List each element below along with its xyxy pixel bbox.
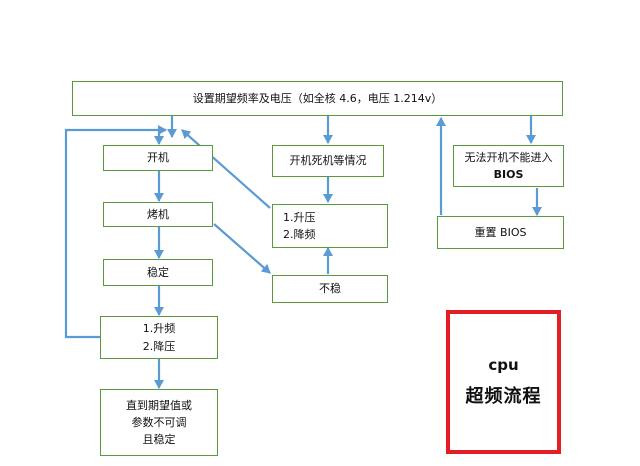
arrow-left-loop [64, 125, 167, 339]
node-final-line1: 直到期望值或 [126, 398, 192, 412]
node-burn-in: 烤机 [103, 202, 213, 227]
diagram-title-box: cpu 超频流程 [446, 310, 561, 454]
diagram-title-line2: 超频流程 [465, 386, 542, 407]
diagram-title-line1: cpu [488, 356, 519, 374]
node-unstable-label: 不稳 [319, 282, 341, 296]
node-adjust-mid-line1: 1.升压 [283, 210, 316, 224]
node-final: 直到期望值或 参数不可调 且稳定 [100, 389, 218, 456]
node-unstable: 不稳 [272, 275, 388, 303]
node-stable: 稳定 [103, 259, 213, 286]
node-no-bios: 无法开机不能进入 BIOS [453, 145, 564, 187]
node-adjust-mid-line2: 2.降频 [283, 228, 316, 241]
node-adjust-left-line1: 1.升频 [142, 322, 176, 336]
node-adjust-mid: 1.升压 2.降频 [272, 204, 388, 248]
node-boot: 开机 [103, 145, 213, 171]
node-crash-label: 开机死机等情况 [289, 154, 367, 168]
node-final-line2: 参数不可调 [131, 415, 187, 429]
node-reset-bios-label: 重置 BIOS [474, 225, 527, 239]
node-reset-bios: 重置 BIOS [437, 216, 564, 249]
node-set-target: 设置期望频率及电压（如全核 4.6，电压 1.214v） [72, 81, 563, 116]
arrow-burn-to-unstable [213, 223, 271, 274]
node-no-bios-line2: BIOS [493, 168, 524, 181]
node-adjust-left: 1.升频 2.降压 [100, 316, 218, 359]
node-boot-label: 开机 [147, 151, 169, 165]
node-final-line3: 且稳定 [142, 433, 176, 447]
arrow-adjust-mid-loop [181, 129, 271, 209]
node-set-target-label: 设置期望频率及电压（如全核 4.6，电压 1.214v） [192, 91, 443, 105]
node-stable-label: 稳定 [147, 265, 169, 279]
node-no-bios-line1: 无法开机不能进入 [464, 150, 553, 164]
node-crash: 开机死机等情况 [272, 145, 384, 177]
node-adjust-left-line2: 2.降压 [142, 339, 176, 353]
node-burn-in-label: 烤机 [147, 207, 169, 221]
